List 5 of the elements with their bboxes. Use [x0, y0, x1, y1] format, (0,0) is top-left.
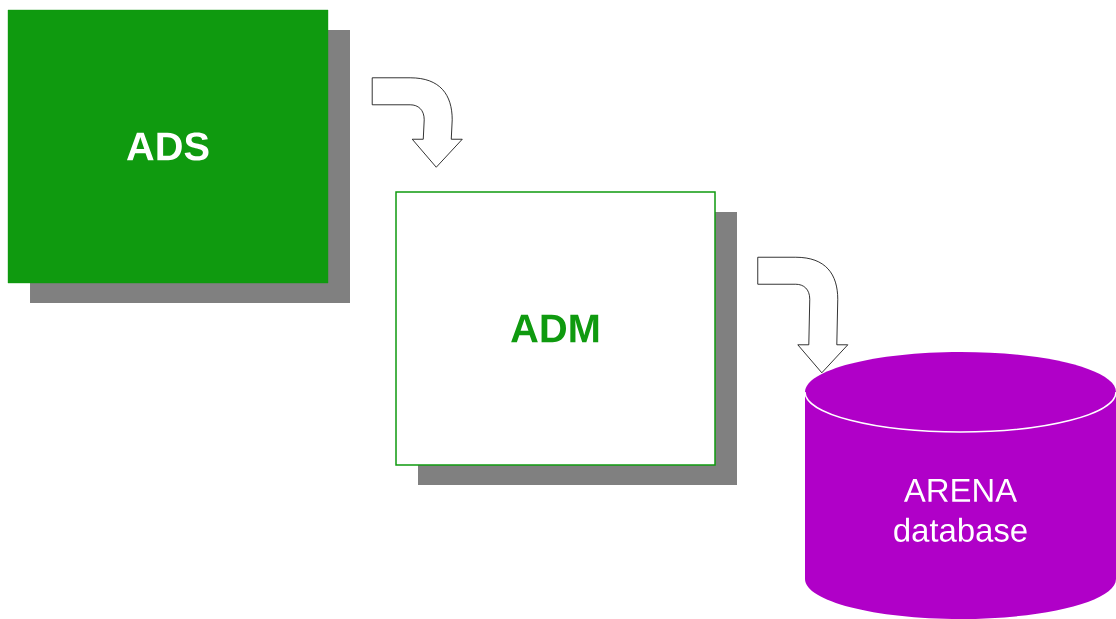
database-cylinder: ARENA database [804, 352, 1116, 619]
process-box: ADM [395, 191, 737, 485]
curved-block-arrow [757, 256, 849, 374]
process-box: ADS [7, 9, 350, 303]
curved-block-arrow [371, 77, 463, 168]
